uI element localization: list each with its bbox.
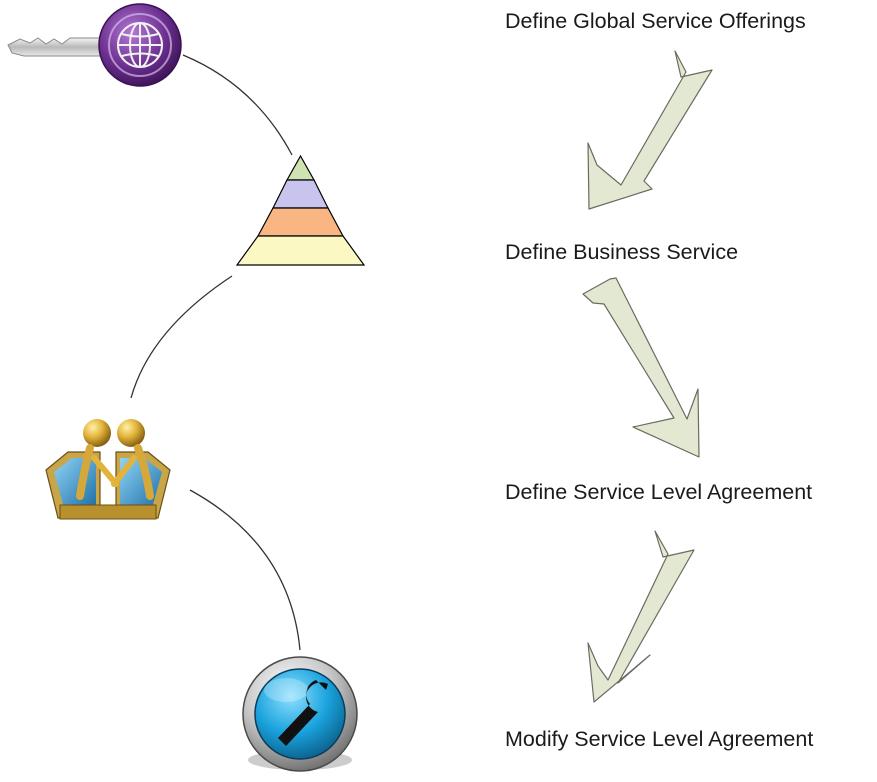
connector-curve-2 bbox=[130, 275, 233, 399]
flow-arrow-3 bbox=[587, 530, 695, 703]
globe-key-icon bbox=[7, 3, 182, 87]
wrench-icon bbox=[242, 656, 358, 772]
handshake-icon bbox=[45, 419, 171, 520]
flow-arrow-2 bbox=[582, 277, 700, 458]
step-label-modify-service-level-agreement: Modify Service Level Agreement bbox=[505, 727, 814, 751]
step-label-define-global-service-offerings: Define Global Service Offerings bbox=[505, 9, 806, 33]
connector-curve-1 bbox=[182, 54, 293, 156]
flow-arrow-1 bbox=[587, 50, 713, 210]
connector-curve-3 bbox=[189, 489, 301, 651]
step-label-define-business-service: Define Business Service bbox=[505, 240, 739, 264]
pyramid-icon bbox=[235, 154, 366, 266]
step-label-define-service-level-agreement: Define Service Level Agreement bbox=[505, 480, 813, 504]
